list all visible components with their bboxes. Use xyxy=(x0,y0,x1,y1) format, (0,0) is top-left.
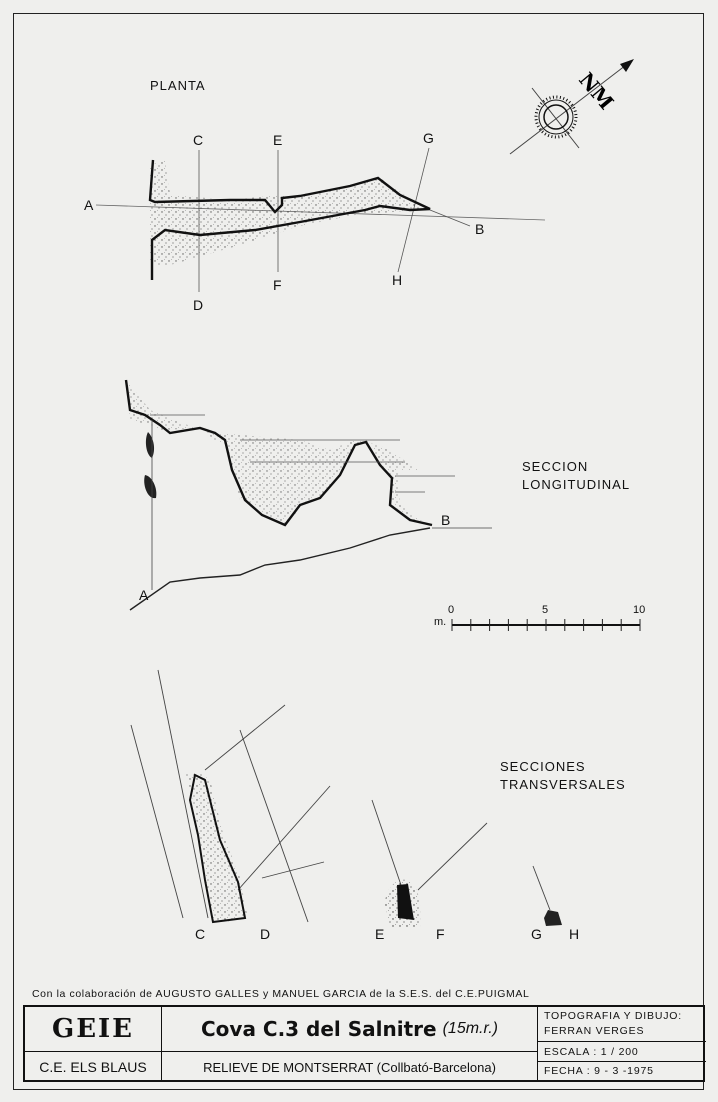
plan-label-a: A xyxy=(84,197,94,213)
plan-heading: PLANTA xyxy=(150,78,206,93)
plan-label-h: H xyxy=(392,272,403,288)
cave-title: Cova C.3 del Salnitre (15m.r.) xyxy=(162,1007,537,1052)
transverse-heading-line1: SECCIONES xyxy=(500,759,586,774)
plan-label-c: C xyxy=(193,132,204,148)
scale-unit: m. xyxy=(434,616,447,628)
transverse-heading: SECCIONES TRANSVERSALES xyxy=(500,758,626,794)
cave-name: Cova C.3 del Salnitre xyxy=(200,1017,437,1041)
location: RELIEVE DE MONTSERRAT (Collbató-Barcelon… xyxy=(203,1059,496,1075)
plan-cave-outline xyxy=(148,159,431,280)
transverse-label-c: C xyxy=(195,926,206,942)
longitudinal-roof-outline xyxy=(124,379,433,527)
plan-label-d: D xyxy=(193,297,204,313)
transverse-label-h: H xyxy=(569,926,580,942)
longitudinal-heading: SECCION LONGITUDINAL xyxy=(522,458,630,494)
transverse-label-g: G xyxy=(531,926,542,942)
transverse-heading-line2: TRANSVERSALES xyxy=(500,777,626,792)
date-text: FECHA : 9 - 3 -1975 xyxy=(544,1065,654,1077)
compass-label: NM xyxy=(574,68,618,114)
longitudinal-heading-line1: SECCION xyxy=(522,459,589,474)
club-name: C.E. ELS BLAUS xyxy=(25,1052,162,1082)
plan-label-f: F xyxy=(273,277,282,293)
plan-label-e: E xyxy=(273,132,283,148)
author: FERRAN VERGES xyxy=(544,1025,645,1037)
longitudinal-label-b: B xyxy=(441,512,451,528)
cave-length: (15m.r.) xyxy=(442,1020,498,1037)
geie-logo: GEIE xyxy=(25,1007,162,1052)
longitudinal-heading-line2: LONGITUDINAL xyxy=(522,477,631,492)
credits-panel: TOPOGRAFIA Y DIBUJO: FERRAN VERGES ESCAL… xyxy=(537,1007,706,1082)
topography-label: TOPOGRAFIA Y DIBUJO: xyxy=(544,1010,682,1022)
collaboration-note: Con la colaboración de AUGUSTO GALLES y … xyxy=(32,988,530,1000)
title-block: GEIE C.E. ELS BLAUS Cova C.3 del Salnitr… xyxy=(23,1005,706,1082)
plan-label-g: G xyxy=(423,130,434,146)
transverse-label-e: E xyxy=(375,926,385,942)
longitudinal-label-a: A xyxy=(139,587,149,603)
transverse-label-d: D xyxy=(260,926,271,942)
longitudinal-floor-outline xyxy=(129,527,431,611)
transverse-sections xyxy=(130,669,562,928)
scale-tick-10: 10 xyxy=(633,604,646,616)
longitudinal-section xyxy=(124,379,492,611)
sheet-frame xyxy=(13,13,704,1090)
scale-tick-5: 5 xyxy=(542,604,549,616)
north-arrow-icon xyxy=(509,59,634,155)
transverse-label-f: F xyxy=(436,926,445,942)
plan-view xyxy=(95,147,546,292)
plan-label-b: B xyxy=(475,221,485,237)
scale-bar xyxy=(451,619,641,631)
scale-text: ESCALA : 1 / 200 xyxy=(538,1041,706,1062)
scale-tick-0: 0 xyxy=(448,604,455,616)
